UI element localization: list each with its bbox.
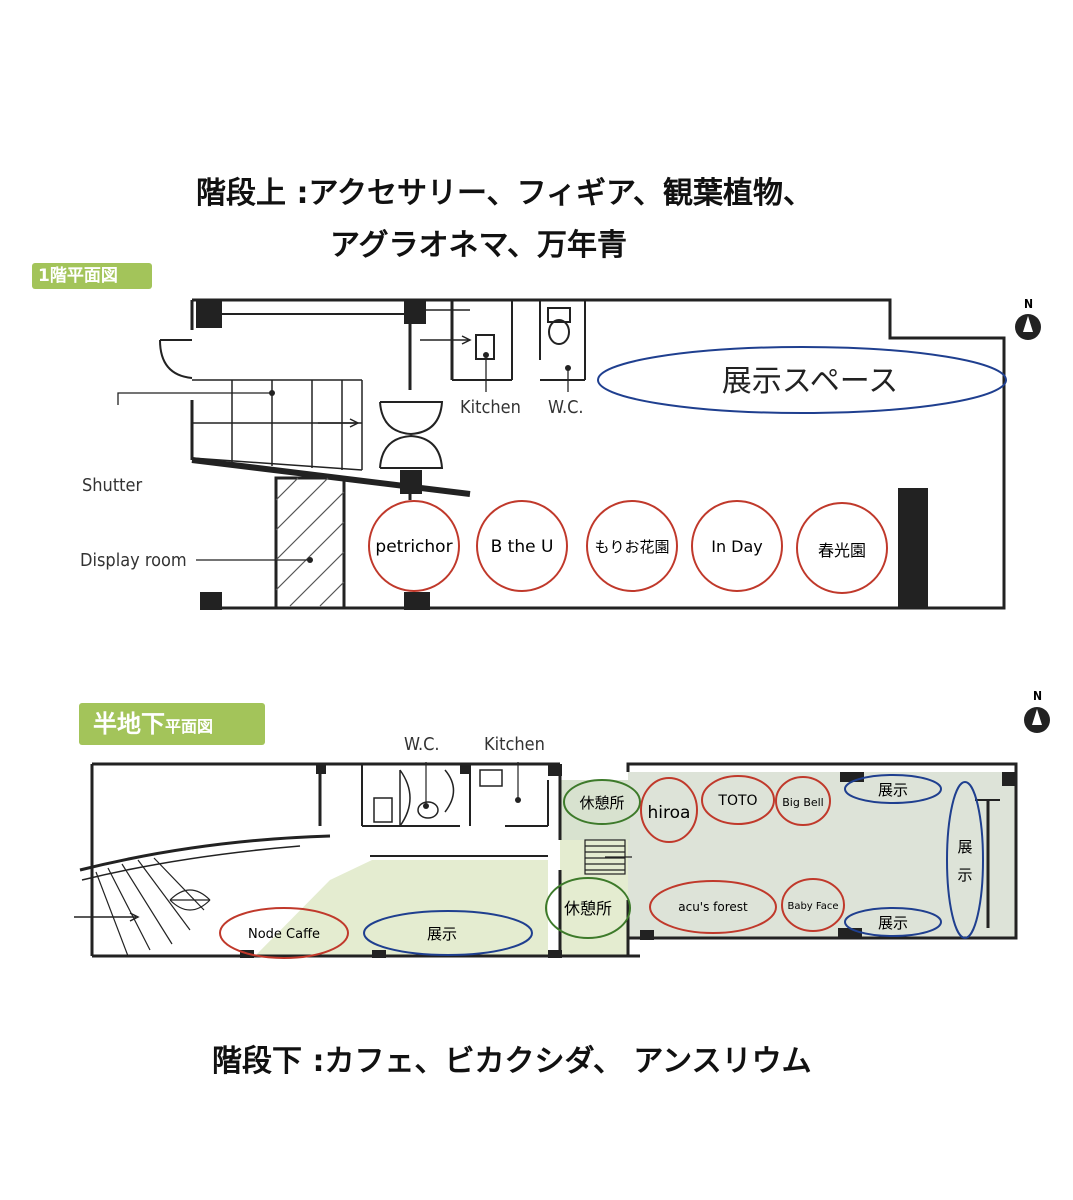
basement-plan-badge: 半地下平面図 — [79, 703, 265, 745]
booth-label: petrichor — [375, 537, 452, 557]
floor1-plan — [117, 298, 1006, 610]
basement-rest-fill — [560, 780, 630, 840]
floor1-exhibit-label: 展示スペース — [722, 364, 898, 399]
exhibit-bottom-right: 展示 — [844, 907, 942, 937]
floor1-exhibit-space: 展示スペース — [597, 346, 1007, 414]
floor1-north-arrow: N — [1015, 297, 1041, 340]
exhibit-label-top: 展示 — [957, 838, 972, 884]
exhibit-left: 展示 — [363, 910, 533, 956]
display-room-label: Display room — [80, 550, 187, 571]
exhibit-vertical: 展示 — [946, 781, 984, 939]
booth-label: In Day — [711, 537, 763, 556]
booth-big-bell: Big Bell — [775, 776, 831, 826]
floor1-columns — [196, 300, 928, 610]
upstairs-caption-line2: アグラオネマ、万年青 — [330, 228, 627, 263]
basement-wc-label: W.C. — [404, 734, 440, 755]
floor1-kitchen-label: Kitchen — [460, 397, 521, 418]
booth-label: acu's forest — [678, 900, 748, 914]
booth-baby-face: Baby Face — [781, 878, 845, 932]
floor1-plan-badge: 1階平面図 — [32, 263, 152, 289]
booth-toto: TOTO — [701, 775, 775, 825]
floor1-booth-petrichor: petrichor — [368, 500, 460, 592]
exhibit-label: 展示 — [427, 925, 457, 943]
exhibit-top-right: 展示 — [844, 774, 942, 804]
booth-label: Node Caffe — [248, 927, 320, 942]
floor1-north-label: N — [1024, 297, 1033, 311]
shutter-label: Shutter — [82, 475, 142, 496]
floor1-booth-shunkoen: 春光園 — [796, 502, 888, 594]
exhibit-label: 展示 — [878, 914, 908, 932]
basement-kitchen-label: Kitchen — [484, 734, 545, 755]
booth-label: もりお花園 — [594, 538, 669, 556]
booth-hiroa: hiroa — [640, 777, 698, 843]
basement-badge-main: 半地下 — [93, 710, 165, 738]
basement-left-area-fill — [255, 780, 628, 956]
basement-plan — [74, 762, 1018, 958]
basement-right-area-fill — [628, 772, 1016, 938]
floor1-booth-in-day: In Day — [691, 500, 783, 592]
booth-node-caffe: Node Caffe — [219, 907, 349, 959]
floor1-booth-morio-kaen: もりお花園 — [586, 500, 678, 592]
upstairs-caption-line1: 階段上 :アクセサリー、フィギア、観葉植物、 — [196, 176, 814, 211]
basement-columns — [240, 764, 1016, 958]
floor1-wc-label: W.C. — [548, 397, 584, 418]
exhibit-label: 展示 — [878, 781, 908, 799]
booth-label: B the U — [491, 537, 554, 557]
rest-area-label: 休憩所 — [579, 794, 624, 812]
rest-area-label: 休憩所 — [564, 899, 612, 918]
booth-acus-forest: acu's forest — [649, 880, 777, 934]
rest-area-upper: 休憩所 — [563, 779, 641, 825]
rest-area-lower: 休憩所 — [545, 877, 631, 939]
booth-label: hiroa — [648, 803, 691, 823]
booth-label: Baby Face — [787, 901, 838, 912]
basement-badge-sub: 平面図 — [165, 717, 214, 736]
basement-north-label: N — [1033, 689, 1042, 703]
floor1-booth-b-the-u: B the U — [476, 500, 568, 592]
booth-label: Big Bell — [782, 796, 824, 809]
booth-label: 春光園 — [818, 541, 866, 560]
booth-label: TOTO — [717, 793, 757, 809]
basement-north-arrow: N — [1024, 689, 1050, 733]
downstairs-caption: 階段下 :カフェ、ビカクシダ、 アンスリウム — [212, 1044, 812, 1079]
